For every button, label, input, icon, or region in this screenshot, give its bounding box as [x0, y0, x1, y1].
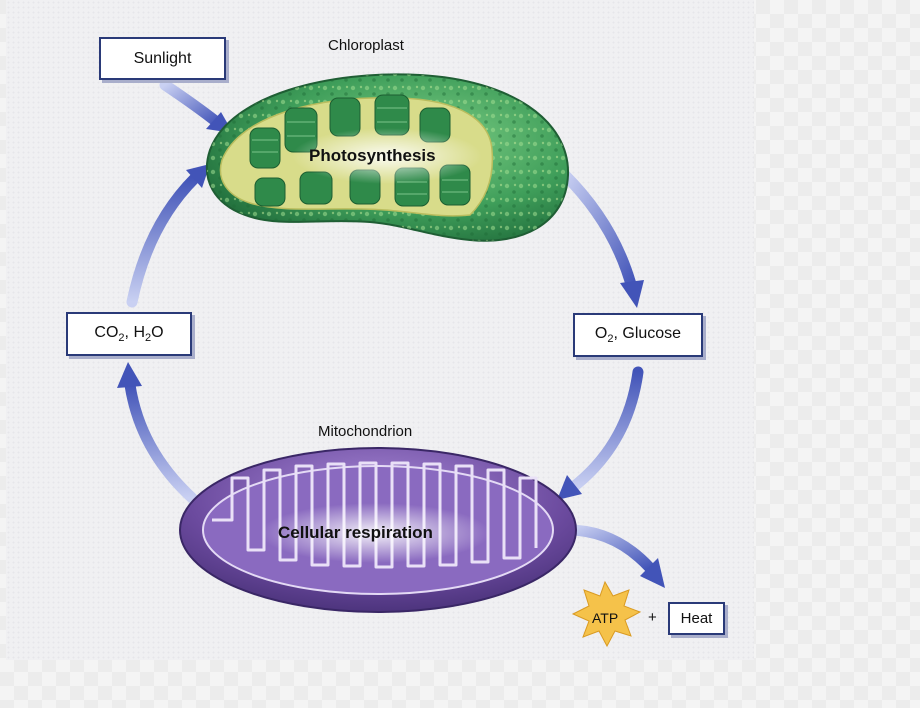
- inputs-label: CO2, H2O: [94, 323, 164, 345]
- plus-sign: +: [648, 609, 657, 626]
- arrowhead-mitochondrion: [557, 475, 582, 500]
- thylakoid-lines: [252, 107, 468, 195]
- arrowhead-products: [640, 558, 665, 588]
- respiration-glow: [260, 503, 490, 563]
- photosynthesis-label: Photosynthesis: [309, 146, 436, 165]
- outputs-label: O2, Glucose: [594, 324, 682, 346]
- arrow-sunlight-to-chloroplast: [159, 79, 224, 129]
- arrow-mitochondrion-to-inputs: [124, 379, 198, 504]
- arrow-mitochondrion-to-products: [562, 524, 656, 574]
- arrowhead-outputs: [620, 280, 644, 308]
- arrowhead-inputs: [117, 362, 142, 388]
- chloroplast: [205, 73, 570, 242]
- cycle-arrows: [117, 79, 665, 588]
- heat-label: Heat: [680, 610, 713, 627]
- outputs-box: O2, Glucose: [573, 313, 703, 357]
- photosynthesis-glow: [292, 128, 482, 184]
- arrow-chloroplast-to-outputs: [559, 169, 638, 294]
- sunlight-label: Sunlight: [133, 49, 192, 67]
- atp-star-icon: [571, 580, 642, 648]
- sunlight-box: Sunlight: [99, 37, 226, 80]
- chloroplast-caption: Chloroplast: [328, 37, 404, 54]
- inputs-box: CO2, H2O: [66, 312, 192, 356]
- heat-box: Heat: [668, 602, 725, 635]
- mitochondrion: [179, 447, 577, 613]
- cellular-respiration-label: Cellular respiration: [278, 523, 433, 542]
- arrow-inputs-to-chloroplast: [126, 172, 201, 308]
- mitochondrion-caption: Mitochondrion: [318, 423, 413, 440]
- arrowhead-chloroplast: [186, 164, 210, 188]
- arrow-outputs-to-mitochondrion: [566, 366, 644, 494]
- atp-label: ATP: [592, 610, 619, 626]
